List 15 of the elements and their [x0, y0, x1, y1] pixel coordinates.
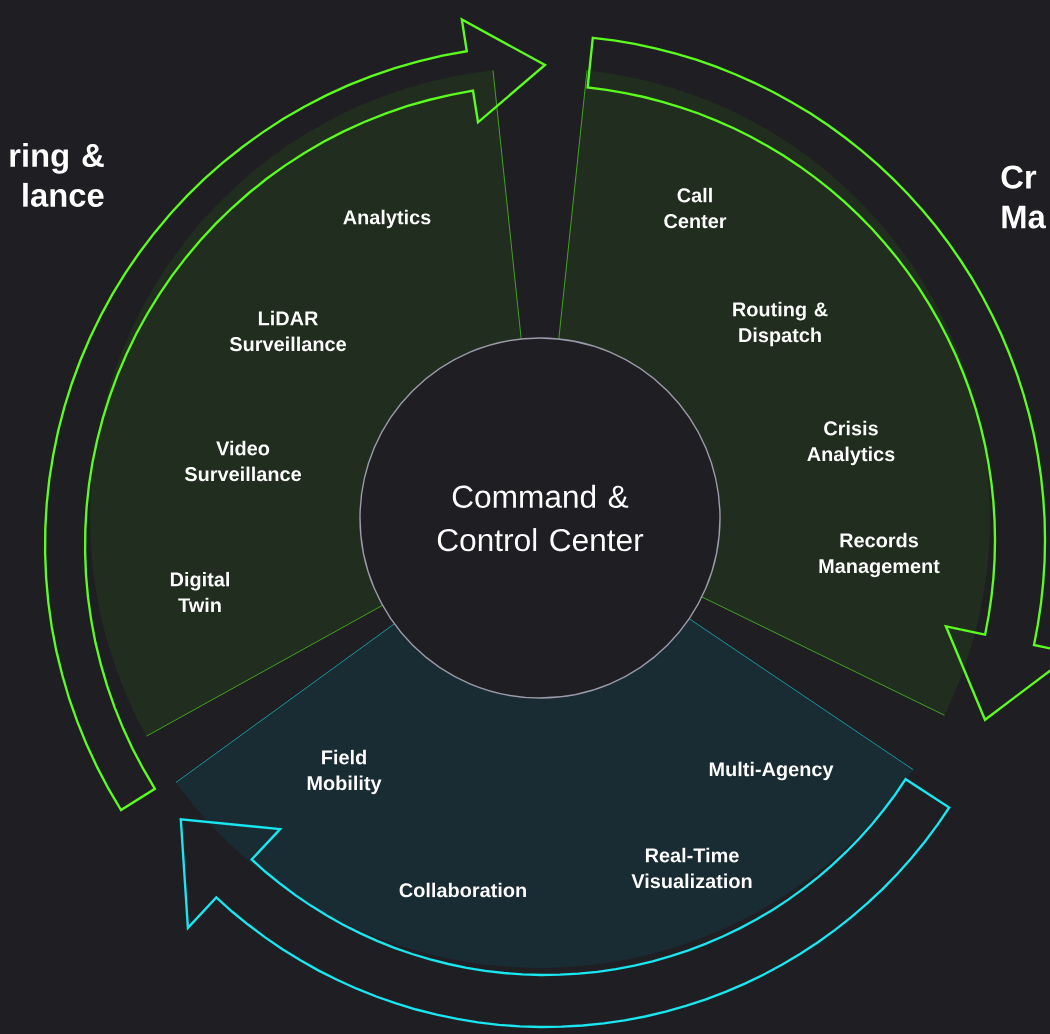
segment-label: Routing & Dispatch: [733, 301, 828, 347]
segment-label: Analytics: [343, 209, 431, 229]
segment-label: Real-Time Visualization: [631, 847, 752, 889]
section-title: Cr Ma: [1001, 165, 1046, 229]
segment-label: Multi-Agency: [709, 761, 834, 781]
segment-label: Field Mobility: [307, 749, 382, 795]
segment-label: Crisis Analytics: [807, 420, 895, 466]
segment-label: Digital Twin: [170, 571, 229, 613]
section-title: ring & lance: [10, 143, 104, 207]
segment: [175, 618, 914, 968]
segment-label: Video Surveillance: [184, 440, 301, 482]
segment-label: Records Management: [819, 532, 940, 578]
segment-label: Collaboration: [399, 882, 526, 898]
segment-label: LiDAR Surveillance: [229, 310, 346, 352]
segment-label: Call Center: [664, 187, 727, 229]
